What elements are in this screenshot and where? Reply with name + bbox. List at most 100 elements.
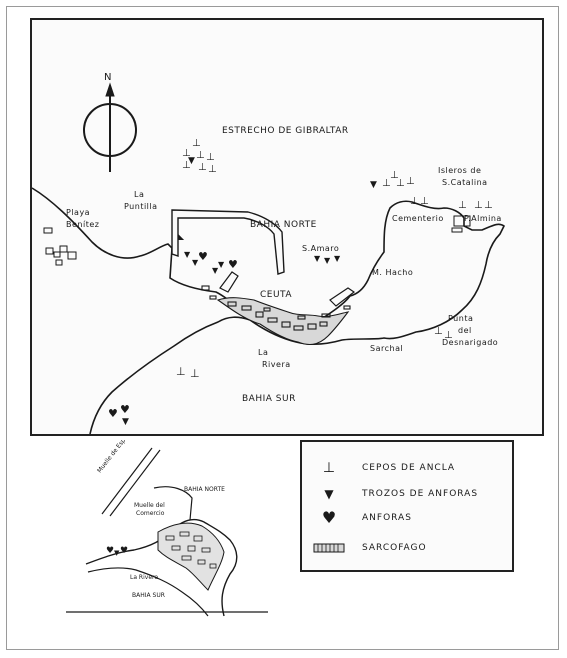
amphora-icon: ♥ <box>106 546 115 556</box>
anchor-group-desnarigado: ⊥ ⊥ <box>434 326 458 342</box>
anchor-stock-icon: ⊥ <box>458 200 467 211</box>
amphora-fragment-icon: ▼ <box>370 180 377 190</box>
amphora-fragment-icon: ▼ <box>314 254 321 263</box>
anchor-stock-icon: ⊥ <box>420 196 429 207</box>
north-breakwater <box>171 209 285 275</box>
la-puntilla-label-1: La <box>134 190 145 199</box>
anchor-group-north-east: ▼ ⊥ ⊥ ⊥ ⊥ <box>370 170 418 194</box>
amphora-icon: ▼ <box>122 417 129 427</box>
legend-label-cepos: CEPOS DE ANCLA <box>362 463 456 473</box>
inset-amphora-group: ♥ ▼ ♥ <box>106 546 138 562</box>
inset-bahia-sur-label: BAHIA SUR <box>132 592 165 599</box>
anchor-group-cementerio: ⊥ ⊥ <box>410 196 434 210</box>
anchor-stock-icon: ⊥ <box>444 330 453 341</box>
amphora-fragment-icon: ▼ <box>192 258 199 267</box>
amphora-fragment-icon: ▼ <box>114 549 120 557</box>
p-almina-label: P.Almina <box>464 214 502 223</box>
amphora-group-s-amaro: ▼ ▼ ▼ <box>314 254 348 266</box>
compass-icon <box>83 82 137 172</box>
anchor-stock-icon: ⊥ <box>192 138 201 149</box>
amphora-fragment-icon: ◣ <box>178 232 185 241</box>
bahia-norte-label: BAHIA NORTE <box>250 220 317 230</box>
inset-map-drawing <box>66 447 268 617</box>
legend-label-anforas: ANFORAS <box>362 513 412 523</box>
amphora-icon: ♥ <box>108 407 118 420</box>
amphora-icon: ♥ <box>120 546 129 556</box>
anchor-group-bahia-sur: ⊥ ⊥ <box>176 366 206 382</box>
inset-la-rivera-label: La Rivera <box>130 574 159 581</box>
la-rivera-label-2: Rivera <box>262 360 291 369</box>
inset-bahia-norte-label: BAHIA NORTE <box>184 486 225 493</box>
legend-row-sarcofago: SARCOFAGO <box>302 538 512 560</box>
s-amaro-label: S.Amaro <box>302 244 340 253</box>
amphora-icon: ♥ <box>120 403 130 416</box>
anchor-stock-icon: ⊥ <box>474 200 483 211</box>
main-map: ⊥ ⊥ ⊥ ⊥ ⊥ ⊥ ⊥ ▼ ▼ ⊥ ⊥ ⊥ ⊥ ⊥ ⊥ ⊥ ⊥ ⊥ ⊥ ⊥ … <box>30 18 544 436</box>
ceuta-town <box>201 285 351 346</box>
playa-benitez-label-2: Benítez <box>66 220 100 229</box>
page-frame <box>6 6 559 650</box>
amphora-group-bahia-sur: ♥ ♥ ▼ <box>108 404 134 428</box>
sarchal-label: Sarchal <box>370 344 404 353</box>
compass-north-label: N <box>104 72 113 83</box>
inset-map: ♥ ▼ ♥ BAHIA NORTE Muelle del Comercio Mu… <box>62 440 272 620</box>
legend-row-trozos: ▼ TROZOS DE ANFORAS <box>302 484 512 506</box>
anchor-stock-icon: ⊥ <box>206 152 215 163</box>
amphora-group-harbour: ◣ ▼ ▼ ♥ ▼ ▼ ♥ <box>178 232 258 284</box>
bahia-sur-label: BAHIA SUR <box>242 394 296 404</box>
anchor-group-strait: ⊥ ⊥ ⊥ ⊥ ⊥ ⊥ ⊥ ▼ <box>178 138 222 182</box>
strait-label: ESTRECHO DE GIBRALTAR <box>222 126 349 136</box>
amphora-fragment-icon: ▼ <box>188 156 195 166</box>
anchor-stock-icon: ⊥ <box>484 200 493 211</box>
amphora-icon: ♥ <box>321 508 337 527</box>
amphora-fragment-icon: ▼ <box>324 256 331 265</box>
anchor-stock-icon: ⊥ <box>198 162 207 173</box>
anchor-group-almina: ⊥ ⊥ ⊥ <box>458 200 498 216</box>
amphora-fragment-icon: ▼ <box>218 260 225 269</box>
la-rivera-label-1: La <box>258 348 269 357</box>
anchor-stock-icon: ⊥ <box>390 170 399 181</box>
anchor-stock-icon: ⊥ <box>322 460 336 476</box>
punta-desnarigado-label-3: Desnarigado <box>442 338 499 347</box>
m-hacho-label: M. Hacho <box>372 268 414 277</box>
anchor-stock-icon: ⊥ <box>434 326 443 337</box>
anchor-stock-icon: ⊥ <box>382 178 391 189</box>
anchor-stock-icon: ⊥ <box>208 164 217 175</box>
anchor-stock-icon: ⊥ <box>396 178 405 189</box>
dock-mole <box>219 271 239 293</box>
cementerio-label: Cementerio <box>392 214 444 223</box>
amphora-icon: ♥ <box>198 250 208 263</box>
anchor-stock-icon: ⊥ <box>182 160 191 171</box>
playa-benitez-label-1: Playa <box>66 208 91 217</box>
amphora-fragment-icon: ▼ <box>324 487 334 501</box>
sarcophagus-icon <box>312 538 346 560</box>
amphora-fragment-icon: ▼ <box>184 250 191 259</box>
coastline <box>32 187 506 434</box>
ceuta-label: CEUTA <box>260 290 293 300</box>
main-map-drawing <box>32 82 506 434</box>
legend-row-anforas: ♥ ANFORAS <box>302 508 512 530</box>
map-legend: ⊥ CEPOS DE ANCLA ▼ TROZOS DE ANFORAS ♥ A… <box>300 440 514 572</box>
anchor-stock-icon: ⊥ <box>182 148 191 159</box>
playa-benitez-buildings <box>43 227 77 266</box>
amphora-fragment-icon: ▼ <box>334 254 341 263</box>
la-puntilla-label-2: Puntilla <box>124 202 158 211</box>
punta-desnarigado-label-2: del <box>458 326 472 335</box>
anchor-stock-icon: ⊥ <box>410 196 419 207</box>
amphora-fragment-icon: ▼ <box>212 266 219 275</box>
inset-muelle-comercio-label-2: Comercio <box>136 510 165 517</box>
punta-desnarigado-label-1: Punta <box>448 314 474 323</box>
anchor-stock-icon: ⊥ <box>176 365 186 378</box>
inset-muelle-comercio-label-1: Muelle del <box>134 502 165 509</box>
anchor-stock-icon: ⊥ <box>406 176 415 187</box>
southeast-pier <box>329 287 356 307</box>
anchor-stock-icon: ⊥ <box>196 150 205 161</box>
almina-buildings <box>451 215 471 233</box>
amphora-icon: ♥ <box>228 258 238 271</box>
legend-row-cepos: ⊥ CEPOS DE ANCLA <box>302 458 512 480</box>
legend-label-trozos: TROZOS DE ANFORAS <box>362 489 479 499</box>
isleros-label-1: Isleros de <box>438 166 482 175</box>
anchor-stock-icon: ⊥ <box>190 367 200 380</box>
isleros-label-2: S.Catalina <box>442 178 488 187</box>
legend-label-sarcofago: SARCOFAGO <box>362 543 427 553</box>
